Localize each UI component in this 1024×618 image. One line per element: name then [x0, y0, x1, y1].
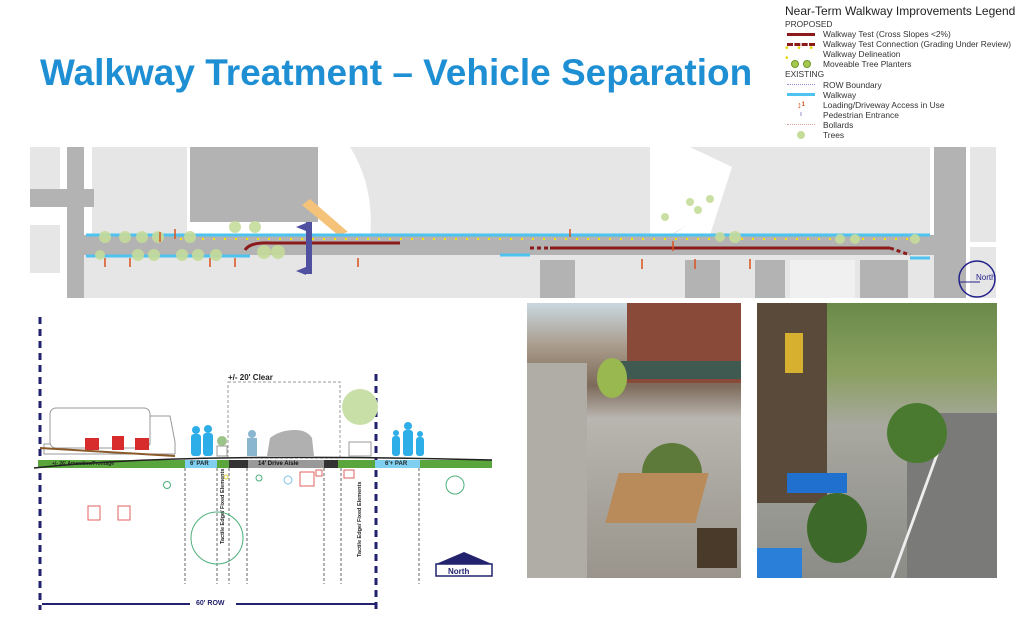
- loading-arrow-icon: ↕1: [797, 99, 805, 110]
- solid-line-icon: [785, 32, 817, 36]
- photo-street-walkway: [757, 303, 997, 578]
- dotted-line-icon: • • • •: [785, 43, 817, 65]
- street-cross-section: +/- 20' Clear +/- 26' Amenities/Frontage…: [30, 312, 500, 614]
- plan-map: North: [30, 147, 996, 298]
- planter-icon: [785, 60, 817, 69]
- legend-item: ROW Boundary: [785, 80, 1015, 90]
- row-width-label: 60' ROW: [196, 600, 225, 607]
- legend-item: Bollards: [785, 120, 1015, 130]
- legend-proposed-header: PROPOSED: [785, 19, 833, 29]
- map-north-label: North: [976, 273, 996, 282]
- pedestrian-entrance-icon: ı: [800, 110, 802, 118]
- legend-item: • • • • Walkway Delineation: [785, 44, 1015, 64]
- legend-label: Bollards: [823, 119, 854, 130]
- legend-label: ROW Boundary: [823, 79, 882, 90]
- plan-map-drawing: North: [30, 147, 996, 298]
- legend-label: Walkway Delineation: [823, 49, 901, 60]
- legend-label: Trees: [823, 130, 845, 141]
- legend-label: Walkway: [823, 89, 857, 100]
- legend: Near-Term Walkway Improvements Legend PR…: [785, 4, 1015, 140]
- page-title: Walkway Treatment – Vehicle Separation: [40, 52, 753, 93]
- legend-item: Walkway Test (Cross Slopes <2%): [785, 29, 1015, 39]
- drive-aisle-label: 14' Drive Aisle: [258, 461, 299, 467]
- legend-title: Near-Term Walkway Improvements Legend: [785, 4, 1016, 18]
- legend-item: ı Pedestrian Entrance: [785, 110, 1015, 120]
- legend-item: Trees: [785, 130, 1015, 140]
- legend-item: ↕1 Loading/Driveway Access in Use: [785, 100, 1015, 110]
- tactile-edge-label-left: Tactile Edge/ Fixed Elements: [220, 468, 226, 544]
- legend-label: Loading/Driveway Access in Use: [823, 99, 945, 110]
- par-left-label: 6' PAR: [190, 461, 209, 467]
- north-arrow-icon: [958, 260, 996, 298]
- walkway-line-icon: [785, 93, 817, 97]
- amenities-label: +/- 26' Amenities/Frontage: [52, 461, 114, 467]
- tree-icon: [785, 131, 817, 140]
- legend-label: Walkway Test (Cross Slopes <2%): [823, 29, 951, 40]
- legend-label: Pedestrian Entrance: [823, 109, 899, 120]
- photo-plaza-seating: [527, 303, 741, 578]
- legend-item: Moveable Tree Planters: [785, 59, 1015, 69]
- legend-item: Walkway: [785, 90, 1015, 100]
- tactile-edge-label-right: Tactile Edge/ Fixed Elements: [357, 481, 363, 557]
- legend-item: Walkway Test Connection (Grading Under R…: [785, 39, 1015, 49]
- legend-label: Moveable Tree Planters: [823, 59, 912, 70]
- north-label: North: [448, 567, 470, 576]
- row-boundary-icon: [785, 84, 817, 86]
- bollards-icon: [785, 124, 817, 126]
- par-right-label: 6'+ PAR: [385, 461, 408, 467]
- dashed-line-icon: [785, 42, 817, 46]
- legend-label: Walkway Test Connection (Grading Under R…: [823, 39, 1012, 50]
- legend-existing-header: EXISTING: [785, 69, 825, 80]
- cross-section-drawing: [33, 317, 493, 610]
- clear-height-label: +/- 20' Clear: [228, 373, 273, 382]
